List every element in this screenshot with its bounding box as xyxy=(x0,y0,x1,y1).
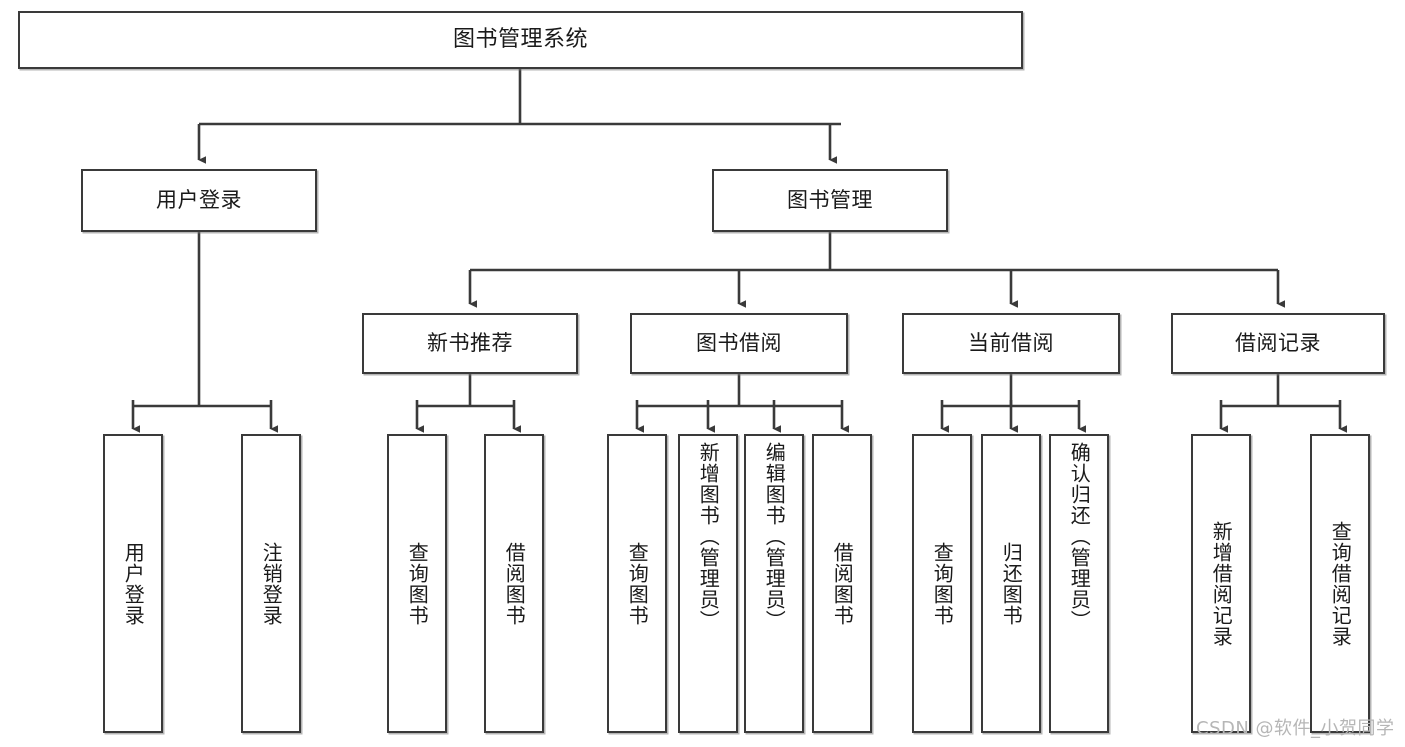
node-leaf-borrowrecord-add-record[interactable]: 新增借阅记录 xyxy=(1191,434,1251,733)
node-leaf-bookborrow-query-book[interactable]: 查询图书 xyxy=(607,434,667,733)
node-leaf-newbook-borrow-book[interactable]: 借阅图书 xyxy=(484,434,544,733)
node-book-borrow[interactable]: 图书借阅 xyxy=(630,313,848,374)
node-leaf-currentborrow-return-book[interactable]: 归还图书 xyxy=(981,434,1041,733)
node-new-book-recommend[interactable]: 新书推荐 xyxy=(362,313,578,374)
node-leaf-borrowrecord-query-record[interactable]: 查询借阅记录 xyxy=(1310,434,1370,733)
node-leaf-bookborrow-edit-book-admin[interactable]: 编辑图书（管理员） xyxy=(744,434,804,733)
node-root-book-management-system[interactable]: 图书管理系统 xyxy=(18,11,1023,69)
node-current-borrow[interactable]: 当前借阅 xyxy=(902,313,1120,374)
node-leaf-bookborrow-borrow-book[interactable]: 借阅图书 xyxy=(812,434,872,733)
node-label: 归还图书 xyxy=(999,541,1024,626)
node-leaf-logout[interactable]: 注销登录 xyxy=(241,434,301,733)
node-label: 借阅图书 xyxy=(502,541,527,626)
node-borrow-record[interactable]: 借阅记录 xyxy=(1171,313,1385,374)
node-leaf-user-login[interactable]: 用户登录 xyxy=(103,434,163,733)
node-leaf-currentborrow-query-book[interactable]: 查询图书 xyxy=(912,434,972,733)
node-label: 图书管理系统 xyxy=(452,27,588,53)
node-label: 图书管理 xyxy=(787,188,873,213)
node-user-login[interactable]: 用户登录 xyxy=(81,169,317,232)
node-label: 确认归还（管理员） xyxy=(1067,442,1092,631)
node-label: 查询借阅记录 xyxy=(1328,520,1353,647)
node-label: 查询图书 xyxy=(625,541,650,626)
node-label: 新增图书（管理员） xyxy=(696,442,721,631)
node-label: 查询图书 xyxy=(405,541,430,626)
node-leaf-currentborrow-confirm-return-admin[interactable]: 确认归还（管理员） xyxy=(1049,434,1109,733)
node-label: 注销登录 xyxy=(259,541,284,626)
node-label: 新书推荐 xyxy=(427,331,513,356)
node-label: 图书借阅 xyxy=(696,331,782,356)
node-label: 查询图书 xyxy=(930,541,955,626)
node-book-management[interactable]: 图书管理 xyxy=(712,169,948,232)
node-label: 借阅图书 xyxy=(830,541,855,626)
node-label: 用户登录 xyxy=(121,541,146,626)
node-leaf-newbook-query-book[interactable]: 查询图书 xyxy=(387,434,447,733)
node-label: 当前借阅 xyxy=(968,331,1054,356)
node-leaf-bookborrow-add-book-admin[interactable]: 新增图书（管理员） xyxy=(678,434,738,733)
node-label: 编辑图书（管理员） xyxy=(762,442,787,631)
node-label: 借阅记录 xyxy=(1235,331,1321,356)
node-label: 用户登录 xyxy=(156,188,242,213)
node-label: 新增借阅记录 xyxy=(1209,520,1234,647)
